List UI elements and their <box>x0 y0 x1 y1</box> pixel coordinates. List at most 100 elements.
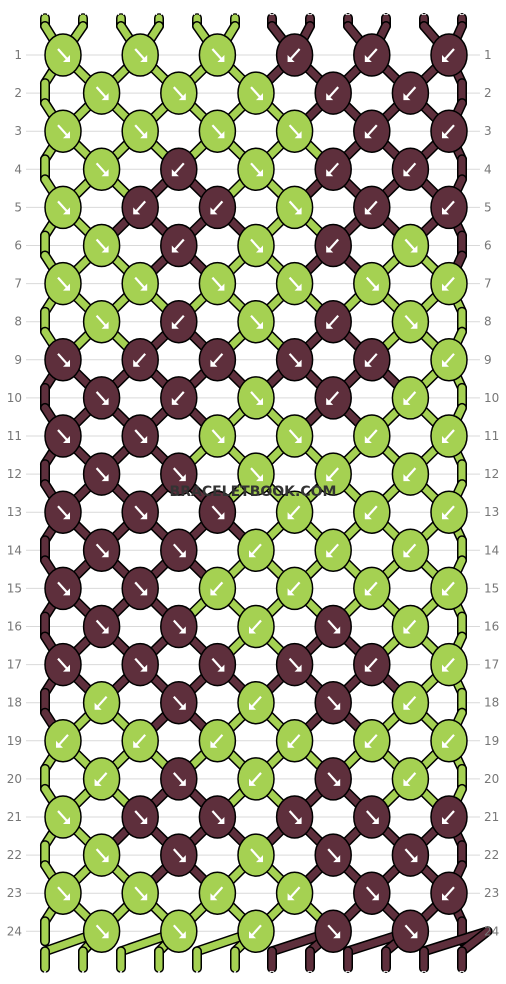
arrow-head <box>101 474 109 482</box>
arrow-head <box>210 588 218 596</box>
knot <box>237 604 275 649</box>
arrow-down-right-icon <box>134 581 146 594</box>
arrow-down-left-icon <box>366 124 378 136</box>
arrow-head <box>178 474 186 482</box>
strand-letter: B <box>459 970 466 981</box>
strand-letter: A <box>156 970 163 981</box>
knot <box>391 604 430 649</box>
knot <box>198 33 237 77</box>
knot <box>82 147 121 192</box>
arrow-head <box>178 855 186 863</box>
arrow-down-left-icon <box>212 581 224 594</box>
arrow-down-right-icon <box>57 886 68 898</box>
knot <box>44 719 82 763</box>
knot <box>198 414 237 458</box>
row-label-right: 10 <box>484 391 499 405</box>
arrow-head <box>256 855 263 863</box>
arrow-head <box>171 245 179 253</box>
row-label-left: 2 <box>14 86 22 100</box>
knot <box>44 414 82 458</box>
arrow-head <box>287 740 295 748</box>
arrow-down-left-icon <box>366 353 378 365</box>
knot <box>314 376 352 420</box>
arrow-down-right-icon <box>172 924 184 937</box>
strand-letter: B <box>421 970 428 981</box>
arrow-down-left-icon <box>328 238 340 251</box>
arrow-head <box>326 245 334 253</box>
arrow-head <box>63 55 70 62</box>
knot <box>353 566 391 611</box>
knot <box>314 833 352 877</box>
knot <box>160 452 198 496</box>
arrow-down-right-icon <box>57 581 68 594</box>
row-label-left: 13 <box>7 505 22 519</box>
arrow-down-right-icon <box>288 276 300 289</box>
arrow-head <box>333 855 341 863</box>
arrow-head <box>403 169 411 177</box>
arrow-down-left-icon <box>444 886 455 898</box>
arrow-down-left-icon <box>366 657 378 670</box>
arrow-head <box>256 397 263 405</box>
arrow-down-right-icon <box>288 657 300 670</box>
arrow-down-right-icon <box>327 619 339 632</box>
arrow-down-left-icon <box>328 314 340 327</box>
arrow-down-right-icon <box>288 429 300 441</box>
row-label-left: 9 <box>14 353 22 367</box>
arrow-down-right-icon <box>211 657 223 670</box>
knot <box>160 757 198 801</box>
knot <box>275 261 314 306</box>
arrow-head <box>178 778 186 786</box>
strand-letter: B <box>269 970 276 981</box>
arrow-head <box>326 550 334 558</box>
arrow-down-right-icon <box>134 48 146 60</box>
strand-letter: A <box>80 7 87 18</box>
strand-letter: B <box>421 7 428 18</box>
arrow-down-left-icon <box>328 543 340 556</box>
arrow-head <box>94 778 102 786</box>
knot <box>160 223 198 268</box>
knot <box>237 299 275 344</box>
arrow-down-left-icon <box>289 505 301 517</box>
arrow-down-left-icon <box>444 505 455 517</box>
arrow-head <box>371 817 379 824</box>
arrow-head <box>442 207 449 215</box>
row-label-left: 1 <box>14 48 22 62</box>
arrow-head <box>178 931 186 939</box>
row-label-left: 10 <box>7 391 22 405</box>
arrow-down-left-icon <box>405 772 417 784</box>
arrow-down-right-icon <box>211 810 223 822</box>
knot <box>275 338 314 382</box>
row-label-right: 8 <box>484 315 492 329</box>
knot <box>198 871 237 915</box>
knot <box>121 338 159 382</box>
arrow-head <box>63 817 70 824</box>
row-label-left: 6 <box>14 239 22 253</box>
knot <box>275 566 314 611</box>
arrow-down-right-icon <box>211 429 223 441</box>
knot <box>198 261 237 306</box>
row-label-left: 5 <box>14 200 22 214</box>
row-label-right: 5 <box>484 200 492 214</box>
arrow-down-left-icon <box>405 695 417 708</box>
knot <box>353 185 391 230</box>
knot <box>160 604 198 649</box>
arrow-head <box>294 207 302 215</box>
knot <box>353 642 391 687</box>
arrow-down-right-icon <box>172 619 184 632</box>
strand-segment <box>458 927 492 955</box>
knot <box>353 33 391 77</box>
arrow-down-right-icon <box>95 543 107 556</box>
arrow-down-left-icon <box>366 200 378 213</box>
knot <box>121 642 159 687</box>
knot <box>430 33 468 77</box>
arrow-head <box>294 131 302 139</box>
arrow-head <box>140 436 148 443</box>
knot <box>198 719 237 763</box>
knot <box>82 71 121 115</box>
arrow-head <box>140 588 148 596</box>
arrow-down-left-icon <box>289 581 301 594</box>
knot <box>430 185 468 230</box>
arrow-down-left-icon <box>444 810 455 822</box>
strand-letter: A <box>80 970 87 981</box>
arrow-head <box>217 817 225 824</box>
